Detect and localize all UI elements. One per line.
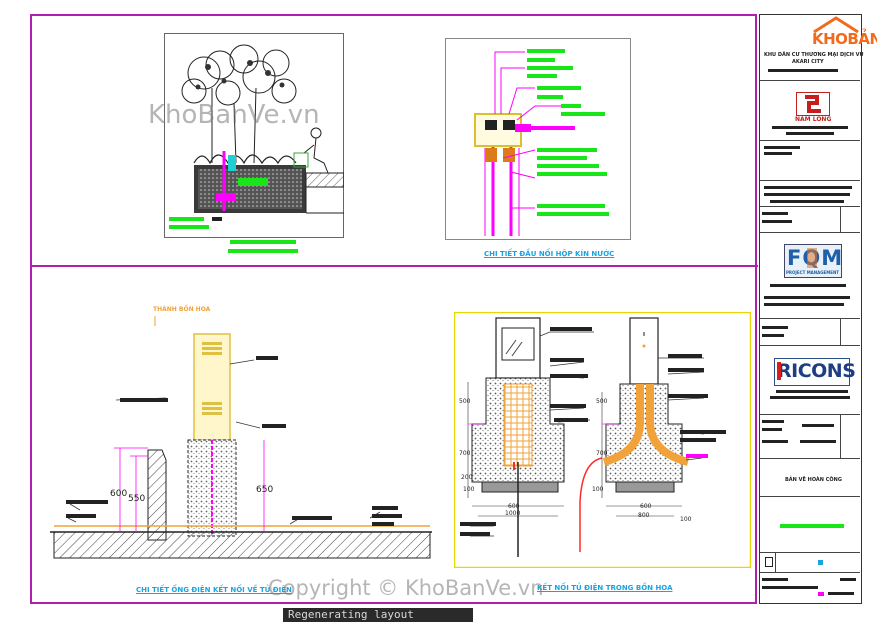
project-line-2: AKARI CITY bbox=[792, 59, 824, 65]
tb-text-line bbox=[840, 578, 856, 581]
planter-section-detail[interactable] bbox=[164, 33, 345, 238]
tb-green-label bbox=[780, 524, 844, 528]
tb-text-line bbox=[762, 428, 782, 431]
tb-text-line bbox=[764, 193, 850, 196]
dim-650: 650 bbox=[256, 485, 274, 495]
tb-text-line bbox=[762, 220, 792, 223]
cabinet-drawing bbox=[453, 311, 752, 569]
tb-divider bbox=[760, 496, 860, 497]
tb-divider bbox=[760, 572, 860, 573]
dim-500a: 500 bbox=[459, 398, 471, 405]
tb-text-line bbox=[770, 396, 850, 399]
dim-700a: 700 bbox=[459, 450, 471, 457]
namlong-text: NAM LONG bbox=[795, 116, 832, 123]
tb-text-line bbox=[764, 186, 852, 189]
tb-divider bbox=[760, 318, 860, 319]
tb-text-line bbox=[762, 440, 788, 443]
sheet-divider bbox=[30, 265, 758, 267]
drawing-title: BẢN VẼ HOÀN CÔNG bbox=[785, 477, 842, 483]
brand-logo bbox=[810, 16, 862, 50]
dim-1000: 1000 bbox=[505, 510, 521, 517]
tb-text-line bbox=[764, 152, 792, 155]
dim-700b: 700 bbox=[596, 450, 608, 457]
dim-600c: 600 bbox=[640, 503, 652, 510]
watermark-top: KhoBanVe.vn bbox=[148, 100, 320, 130]
tb-text-line bbox=[764, 296, 850, 299]
tb-divider bbox=[760, 458, 860, 459]
dim-600b: 600 bbox=[508, 503, 520, 510]
planter-label-1 bbox=[230, 240, 296, 244]
planter-label-2 bbox=[228, 249, 298, 253]
caption-water-box: CHI TIẾT ĐẦU NỐI HỘP KÍN NƯỚC bbox=[484, 250, 615, 258]
dim-100c: 100 bbox=[680, 516, 692, 523]
tb-vertical-divider bbox=[840, 206, 841, 232]
tb-text-line bbox=[764, 303, 844, 306]
water-box-detail[interactable] bbox=[445, 38, 631, 240]
tb-text-line bbox=[762, 578, 788, 581]
tb-text-line bbox=[772, 126, 848, 129]
tb-text-line bbox=[828, 592, 854, 595]
ricons-logo bbox=[774, 358, 850, 386]
watermark-bottom: Copyright © KhoBanVe.vn bbox=[268, 576, 544, 600]
tb-text-line bbox=[762, 334, 784, 337]
tb-divider bbox=[760, 140, 860, 141]
tb-magenta-mark bbox=[818, 592, 824, 596]
tb-vertical-divider bbox=[840, 318, 841, 345]
planter-wall-label: THÀNH BỒN HOA bbox=[153, 306, 211, 313]
tb-vertical-divider bbox=[775, 552, 776, 572]
tb-text-line bbox=[762, 586, 818, 589]
dim-600: 600 bbox=[110, 489, 128, 499]
tb-text-line bbox=[768, 69, 838, 72]
tb-text-line bbox=[762, 212, 788, 215]
ricons-text: RICONS bbox=[777, 360, 856, 382]
planter-section-drawing bbox=[164, 33, 345, 238]
water-box-drawing bbox=[445, 38, 631, 240]
tb-divider bbox=[760, 80, 860, 81]
tb-north-icon bbox=[765, 557, 773, 567]
fqm-accent bbox=[807, 248, 817, 268]
dim-200a: 200 bbox=[461, 474, 473, 481]
caption-conduit: CHI TIẾT ỐNG ĐIỆN KẾT NỐI VỀ TỦ ĐIỆN bbox=[136, 586, 292, 594]
tb-text-line bbox=[764, 146, 800, 149]
tb-divider bbox=[760, 552, 860, 553]
tb-text-line bbox=[762, 420, 784, 423]
brand-text: KHOBẢNVẼ bbox=[812, 30, 877, 48]
fqm-subtext: PROJECT MANAGEMENT bbox=[786, 270, 840, 275]
conduit-detail[interactable] bbox=[40, 300, 440, 570]
conduit-drawing bbox=[50, 316, 432, 559]
project-line-1: KHU DÂN CƯ THƯƠNG MẠI DỊCH VỤ bbox=[764, 52, 864, 58]
tb-text-line bbox=[802, 424, 834, 427]
tb-text-line bbox=[762, 326, 788, 329]
tb-divider bbox=[760, 414, 860, 415]
tb-text-line bbox=[776, 390, 848, 393]
tb-text-line bbox=[800, 440, 836, 443]
dim-800: 800 bbox=[638, 512, 650, 519]
dim-500b: 500 bbox=[596, 398, 608, 405]
dim-100b: 100 bbox=[592, 486, 604, 493]
status-bar: Regenerating layout bbox=[283, 608, 473, 622]
brand-house-icon bbox=[813, 16, 859, 34]
tb-divider bbox=[760, 232, 860, 233]
tb-divider bbox=[760, 345, 860, 346]
tb-marker-icon bbox=[818, 560, 823, 565]
namlong-logo-icon bbox=[796, 92, 830, 116]
tb-vertical-divider bbox=[840, 414, 841, 458]
tb-text-line bbox=[786, 132, 834, 135]
ricons-r-accent bbox=[777, 362, 781, 380]
cabinet-detail[interactable] bbox=[453, 311, 752, 569]
caption-cabinet: KẾT NỐI TỦ ĐIỆN TRONG BỒN HOA bbox=[537, 584, 673, 592]
dim-550: 550 bbox=[128, 494, 146, 504]
tb-text-line bbox=[770, 200, 844, 203]
tb-divider bbox=[760, 206, 860, 207]
tb-divider bbox=[760, 180, 860, 181]
tb-text-line bbox=[770, 284, 846, 287]
dim-100a: 100 bbox=[463, 486, 475, 493]
drawing-frame bbox=[30, 14, 757, 604]
